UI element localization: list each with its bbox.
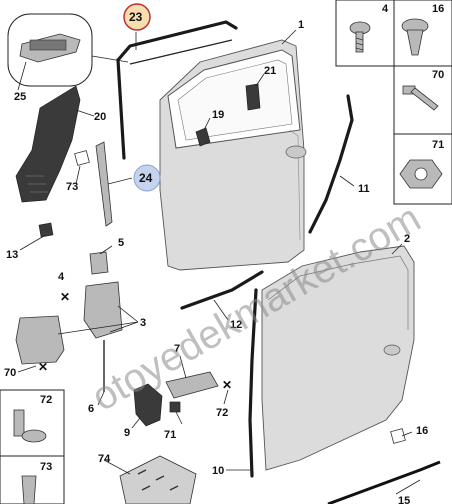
door-check-assembly: ✕ bbox=[133, 371, 232, 427]
trim-24 bbox=[95, 141, 113, 227]
label-25: 25 bbox=[14, 91, 26, 103]
inset-label-72: 72 bbox=[40, 394, 52, 406]
label-1: 1 bbox=[298, 19, 304, 31]
inset-labels: 4 16 70 71 72 73 bbox=[40, 3, 444, 473]
label-4: 4 bbox=[58, 271, 65, 283]
label-7: 7 bbox=[174, 343, 180, 355]
label-11: 11 bbox=[358, 183, 370, 195]
svg-text:✕: ✕ bbox=[222, 378, 232, 392]
bolt-70-icon bbox=[402, 85, 439, 111]
svg-text:✕: ✕ bbox=[60, 290, 70, 304]
label-71: 71 bbox=[164, 429, 176, 441]
seal-23 bbox=[116, 20, 238, 62]
callout-23-circle bbox=[123, 3, 151, 31]
pad-71 bbox=[169, 401, 181, 413]
check-9 bbox=[133, 383, 163, 427]
part-21 bbox=[245, 83, 261, 111]
label-12: 12 bbox=[230, 319, 242, 331]
label-13: 13 bbox=[6, 249, 18, 261]
leader-lines bbox=[17, 29, 421, 495]
seal-12 bbox=[180, 270, 264, 310]
hinge-upper bbox=[83, 281, 123, 339]
seal-23-vertical bbox=[116, 58, 126, 160]
inset-label-71: 71 bbox=[432, 139, 444, 151]
screw-73-icon bbox=[21, 475, 37, 504]
hinge-pin-5 bbox=[89, 251, 109, 275]
kit-74 bbox=[119, 455, 197, 504]
inset-grid-right bbox=[335, 0, 452, 205]
label-3: 3 bbox=[140, 317, 146, 329]
part-labels: 1 2 3 4 5 6 7 9 10 11 12 13 15 16 19 20 … bbox=[4, 10, 428, 504]
label-74: 74 bbox=[98, 453, 111, 465]
label-19: 19 bbox=[212, 109, 224, 121]
check-arm-7 bbox=[165, 371, 219, 399]
inset-label-70: 70 bbox=[432, 69, 444, 81]
label-23: 23 bbox=[129, 10, 143, 24]
inset-label-16: 16 bbox=[432, 3, 444, 15]
label-2: 2 bbox=[404, 233, 410, 245]
seal-11 bbox=[308, 94, 354, 234]
label-24: 24 bbox=[139, 171, 153, 185]
label-9: 9 bbox=[124, 427, 130, 439]
front-door-2 bbox=[261, 245, 415, 471]
label-20: 20 bbox=[94, 111, 106, 123]
clip-16-icon bbox=[401, 18, 429, 56]
inset-label-73: 73 bbox=[40, 461, 52, 473]
label-10: 10 bbox=[212, 465, 224, 477]
label-73: 73 bbox=[66, 181, 78, 193]
label-72: 72 bbox=[216, 407, 228, 419]
svg-text:✕: ✕ bbox=[38, 360, 48, 374]
seal-10 bbox=[248, 288, 258, 478]
hinge-lower bbox=[15, 315, 65, 365]
bracket-20 bbox=[15, 85, 81, 203]
inset-label-4: 4 bbox=[382, 3, 389, 15]
inset-25 bbox=[7, 13, 129, 87]
inset-grid-left bbox=[0, 389, 65, 504]
inset-frame-72 bbox=[0, 389, 65, 457]
label-16: 16 bbox=[416, 425, 428, 437]
label-6: 6 bbox=[88, 403, 94, 415]
pad-73 bbox=[74, 150, 90, 166]
hinge-assembly: ✕ ✕ bbox=[15, 251, 123, 392]
nut-71-icon bbox=[399, 159, 443, 189]
label-70: 70 bbox=[4, 367, 16, 379]
label-15: 15 bbox=[398, 495, 410, 504]
strip-15 bbox=[327, 460, 441, 504]
screw-4-icon bbox=[349, 21, 371, 53]
rear-door-1 bbox=[159, 39, 307, 271]
bolt-72-icon bbox=[13, 409, 47, 443]
pad-13 bbox=[38, 222, 54, 238]
part-19 bbox=[195, 127, 211, 147]
pad-16 bbox=[390, 428, 406, 444]
label-5: 5 bbox=[118, 237, 124, 249]
callout-24-circle bbox=[133, 164, 161, 192]
label-21: 21 bbox=[264, 65, 276, 77]
